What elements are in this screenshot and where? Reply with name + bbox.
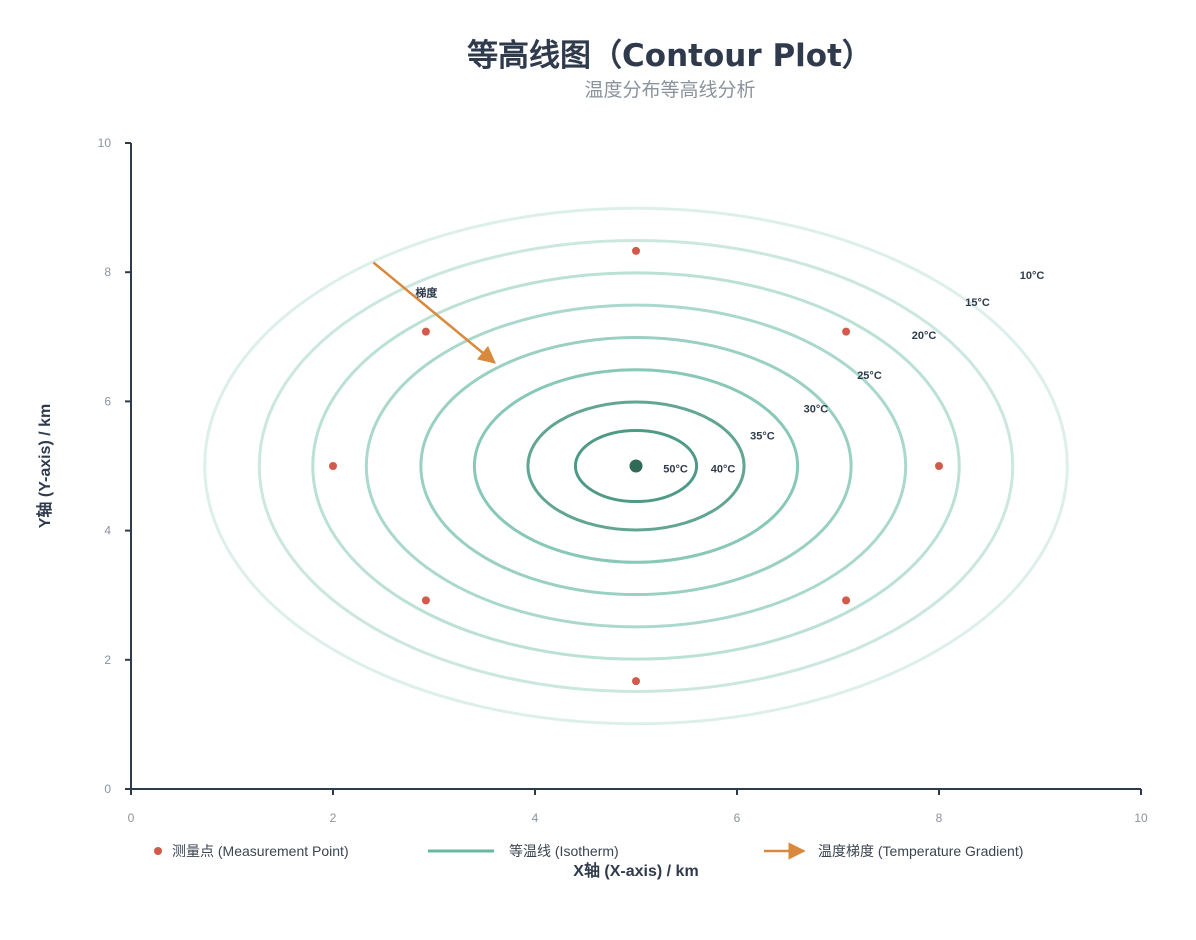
- x-tick-label-2: 4: [532, 811, 539, 825]
- x-tick-label-4: 8: [936, 811, 943, 825]
- gradient-arrow-group: 梯度: [372, 261, 496, 364]
- y-tick-label-1: 2: [104, 653, 111, 667]
- isotherm-0: [573, 428, 699, 504]
- center-point: [629, 459, 643, 473]
- x-tick-label-0: 0: [128, 811, 135, 825]
- x-axis-title: X轴 (X-axis) / km: [573, 861, 698, 880]
- isotherm-label-0: 50°C: [663, 464, 688, 476]
- isotherm-label-5: 20°C: [912, 330, 937, 342]
- legend-label-2: 温度梯度 (Temperature Gradient): [818, 843, 1023, 859]
- legend-label-1: 等温线 (Isotherm): [509, 843, 619, 859]
- isotherm-3: [419, 335, 853, 597]
- isotherm-7: [203, 206, 1069, 726]
- measurement-point-2: [935, 462, 943, 470]
- legend: 测量点 (Measurement Point) 等温线 (Isotherm) 温度梯…: [154, 842, 1023, 860]
- chart-subtitle: 温度分布等高线分析: [584, 79, 756, 101]
- isotherm-4: [364, 303, 908, 629]
- measurement-point-1: [842, 327, 851, 336]
- y-tick-label-3: 6: [104, 394, 111, 408]
- measurement-point-7: [421, 327, 430, 336]
- measurement-point-6: [329, 462, 337, 470]
- isotherm-label-2: 35°C: [750, 431, 775, 443]
- y-tick-label-4: 8: [104, 265, 111, 279]
- isotherm-2: [472, 368, 800, 564]
- y-tick-label-2: 4: [104, 524, 111, 538]
- axes-group: 0 2 4 6 8 10 0 2 4 6 8 10: [98, 136, 1148, 825]
- isotherm-6: [257, 239, 1015, 693]
- legend-label-0: 测量点 (Measurement Point): [172, 843, 349, 859]
- isotherm-group: [203, 206, 1069, 726]
- isotherm-label-group: 50°C 40°C 35°C 30°C 25°C 20°C 15°C 10°C: [663, 270, 1044, 476]
- chart-title: 等高线图（Contour Plot）: [467, 38, 873, 74]
- y-tick-label-5: 10: [98, 136, 112, 150]
- isotherm-label-1: 40°C: [711, 464, 736, 476]
- x-tick-label-5: 10: [1134, 811, 1148, 825]
- legend-point-swatch: [154, 847, 162, 855]
- measurement-point-0: [632, 246, 640, 255]
- isotherm-5: [311, 271, 961, 661]
- measurement-point-4: [632, 677, 640, 686]
- isotherm-label-3: 30°C: [804, 404, 829, 416]
- y-tick-label-0: 0: [104, 782, 111, 796]
- isotherm-1: [526, 400, 746, 532]
- measurement-point-3: [842, 596, 851, 605]
- y-axis-title: Y轴 (Y-axis) / km: [35, 404, 54, 529]
- isotherm-label-6: 15°C: [965, 297, 990, 309]
- measurement-point-group: [329, 246, 943, 686]
- x-tick-label-1: 2: [330, 811, 337, 825]
- x-tick-label-3: 6: [734, 811, 741, 825]
- gradient-arrow: [372, 261, 496, 364]
- isotherm-label-7: 10°C: [1020, 270, 1045, 282]
- isotherm-label-4: 25°C: [857, 370, 882, 382]
- gradient-arrow-label: 梯度: [415, 286, 438, 300]
- measurement-point-5: [421, 596, 430, 605]
